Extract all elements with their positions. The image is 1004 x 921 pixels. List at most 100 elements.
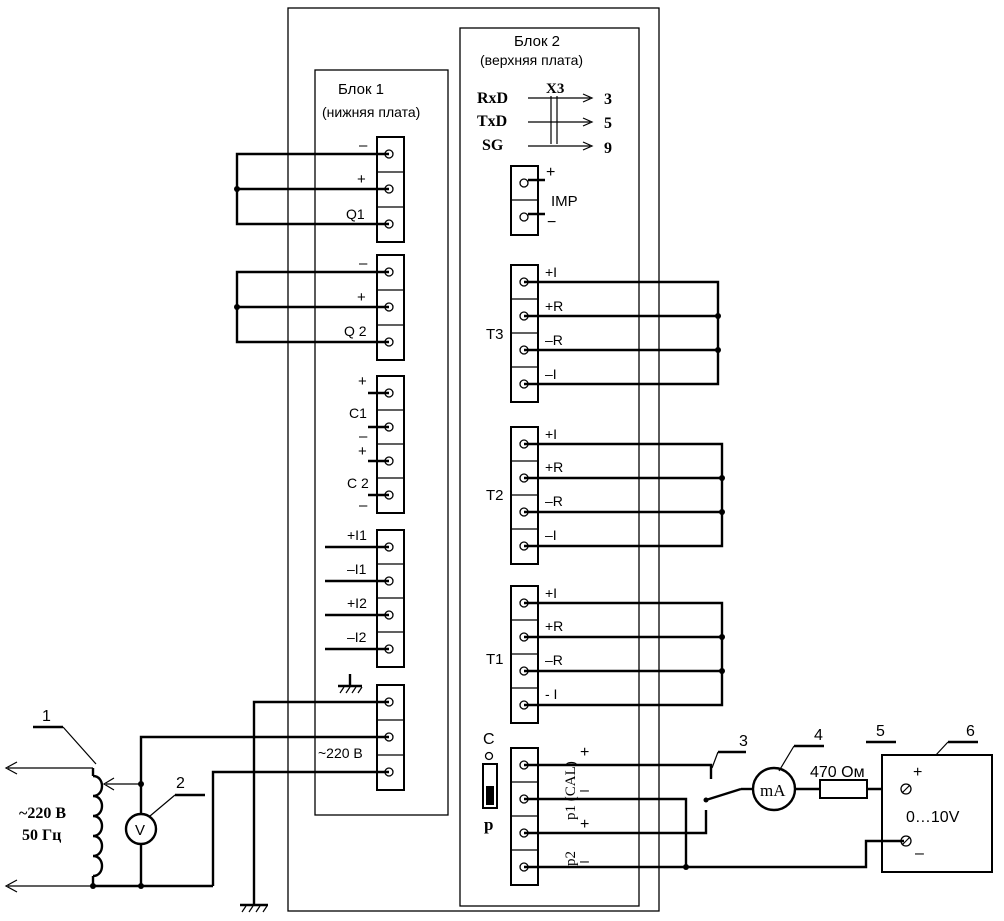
voltmeter: V (124, 812, 158, 846)
c-terminal-strip (376, 375, 405, 514)
t3-minus-r: –R (545, 332, 563, 348)
cal-p1-label: p1 (CAL) (563, 761, 579, 820)
block-1-title: Блок 1 (338, 81, 384, 98)
x3-title: X3 (546, 81, 564, 97)
c2-label: C 2 (347, 475, 369, 491)
power-supply: + – 0…10V (881, 754, 993, 873)
cal-p2-minus: – (580, 853, 589, 870)
callout-4-number: 4 (814, 727, 823, 744)
imp-label: IMP (551, 193, 578, 210)
t3-plus-r: +R (545, 298, 563, 314)
callout-6-number: 6 (966, 723, 975, 740)
q2-wiring (234, 270, 389, 344)
cal-p1-minus: – (580, 782, 589, 799)
t2-terminal-strip (510, 426, 539, 565)
switch-c-label: C (483, 731, 495, 748)
x3-rxd-label: RxD (477, 90, 508, 107)
callout-3-number: 3 (739, 733, 748, 750)
block-1-outline (314, 69, 449, 816)
x3-pin-rxd: 3 (604, 91, 612, 108)
selector-switch (524, 763, 742, 869)
imp-plus-label: + (546, 164, 555, 181)
x3-sg-label: SG (482, 137, 504, 154)
c2-plus-label: + (358, 443, 367, 460)
x3-connector: X3 RxD TxD SG 3 5 9 (477, 81, 612, 157)
block-2-outline (459, 27, 640, 907)
callout-3: 3 (711, 733, 748, 769)
t3-terminal-strip (510, 264, 539, 403)
t1-minus-i: - I (545, 686, 557, 702)
cal-p2-label: p2 (563, 851, 579, 866)
callout-5: 5 (866, 723, 896, 744)
source-voltage-label: ~220 В (19, 805, 66, 822)
block-2-title: Блок 2 (514, 33, 560, 50)
supply-range-label: 0…10V (906, 809, 960, 826)
imp-minus-label: − (547, 214, 556, 231)
q2-plus-label: + (357, 289, 366, 306)
t2-plus-i: +I (545, 426, 557, 442)
imp-terminal-strip (510, 165, 545, 236)
t1-minus-r: –R (545, 652, 563, 668)
resistor-label: 470 Ом (810, 764, 865, 781)
supply-minus-label: – (915, 845, 924, 862)
callout-1: 1 (33, 708, 97, 765)
power-wiring (90, 700, 389, 905)
source-frequency-label: 50 Гц (22, 827, 61, 844)
autotransformer (91, 768, 139, 886)
current-inputs-terminal-strip (376, 529, 405, 668)
t3-plus-i: +I (545, 264, 557, 280)
t1-plus-r: +R (545, 618, 563, 634)
t1-wiring (524, 601, 725, 707)
callout-1-number: 1 (42, 708, 51, 725)
q2-label: Q 2 (344, 323, 367, 339)
q1-wiring (234, 152, 389, 226)
milliammeter-symbol: mA (760, 781, 786, 800)
i1-minus-label: –I1 (347, 561, 367, 577)
power-label: ~220 В (318, 745, 363, 761)
q1-label: Q1 (346, 206, 365, 222)
t1-terminal-strip (510, 585, 539, 724)
return-wiring (524, 839, 904, 870)
x3-pin-sg: 9 (604, 140, 612, 157)
c1-minus-label: – (359, 428, 368, 445)
t2-minus-r: –R (545, 493, 563, 509)
callout-6: 6 (934, 723, 978, 757)
c1-plus-label: + (358, 373, 367, 390)
i2-minus-label: –I2 (347, 629, 367, 645)
q1-minus-label: – (359, 137, 368, 154)
t3-label: T3 (486, 326, 504, 343)
t3-minus-i: –I (545, 366, 557, 382)
callout-4: 4 (778, 727, 824, 772)
ground-symbol-bottom (240, 903, 268, 913)
t2-plus-r: +R (545, 459, 563, 475)
i2-plus-label: +I2 (347, 595, 367, 611)
c1-label: C1 (349, 405, 367, 421)
t3-wiring (524, 280, 721, 386)
x3-txd-label: TxD (477, 113, 507, 130)
t1-plus-i: +I (545, 585, 557, 601)
block-2-subtitle: (верхняя плата) (480, 52, 583, 68)
t2-label: T2 (486, 487, 504, 504)
callout-2-number: 2 (176, 775, 185, 792)
callout-2: 2 (149, 775, 205, 817)
calibration-switch: C p (482, 731, 498, 834)
x3-pin-txd: 5 (604, 115, 612, 132)
c2-minus-label: – (359, 497, 368, 514)
block-1-subtitle: (нижняя плата) (322, 104, 420, 120)
voltmeter-symbol: V (135, 822, 145, 839)
device-enclosure (287, 7, 660, 912)
cal-p2-plus: + (580, 816, 589, 833)
resistor: 470 Ом (810, 764, 868, 799)
cal-terminal-strip (510, 747, 539, 886)
milliammeter: mA (751, 766, 797, 812)
switch-p-label: p (484, 815, 493, 834)
i1-plus-label: +I1 (347, 527, 367, 543)
t1-label: T1 (486, 651, 504, 668)
t2-wiring (524, 442, 725, 548)
t2-minus-i: –I (545, 527, 557, 543)
supply-plus-label: + (913, 764, 922, 781)
q2-minus-label: – (359, 255, 368, 272)
ground-symbol (338, 674, 363, 694)
callout-5-number: 5 (876, 723, 885, 740)
